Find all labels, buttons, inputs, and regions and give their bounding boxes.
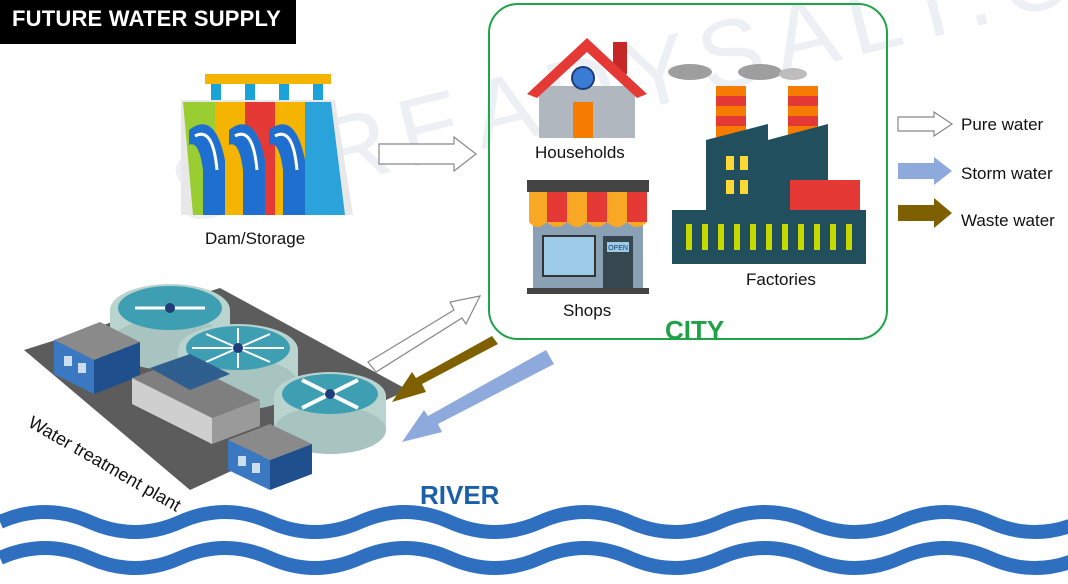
title-banner: [0, 0, 296, 44]
river-label: RIVER: [420, 480, 500, 510]
river-waves: [0, 505, 1068, 575]
city-boundary: [488, 3, 888, 340]
legend-pure-water: Pure water: [961, 115, 1044, 134]
arrow-city-to-treatment-waste: [392, 336, 498, 402]
legend-arrow-storm-water: [898, 157, 952, 185]
factory-icon: [668, 64, 866, 264]
dam-label: Dam/Storage: [205, 229, 306, 248]
legend-storm-water: Storm water: [961, 164, 1053, 183]
households-label: Households: [535, 143, 625, 162]
arrow-dam-to-city: [378, 135, 477, 173]
house-icon: [527, 38, 647, 138]
arrow-city-to-river-storm: [402, 350, 554, 442]
shops-label: Shops: [563, 301, 612, 320]
factories-label: Factories: [746, 270, 816, 289]
shop-icon: OPEN: [527, 180, 649, 294]
page-title: FUTURE WATER SUPPLY: [12, 6, 282, 31]
city-label: CITY: [665, 315, 725, 345]
legend-waste-water: Waste water: [961, 211, 1055, 230]
water-treatment-plant-icon: [24, 284, 408, 490]
arrow-treatment-to-city: [367, 295, 482, 373]
shop-open-sign: OPEN: [608, 245, 628, 252]
dam-icon: [181, 74, 353, 215]
legend-arrow-waste-water: [898, 198, 952, 228]
legend-arrow-pure-water: [897, 110, 954, 138]
